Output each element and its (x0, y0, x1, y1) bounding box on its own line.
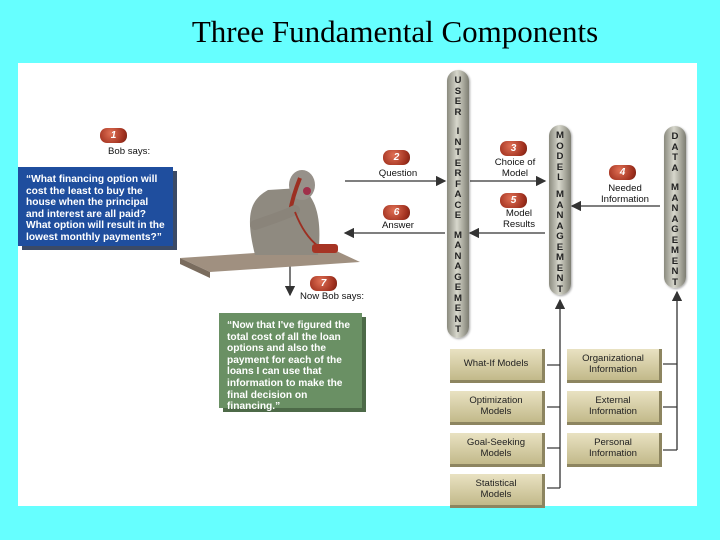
step-2-badge: 2 (383, 150, 410, 165)
tube-letter: M (556, 189, 564, 200)
organizational-information-box: Organizational Information (567, 349, 662, 383)
tube-letter: E (556, 262, 564, 274)
answer-label: Answer (382, 220, 414, 231)
tube-letter: E (671, 255, 679, 267)
tube-letter: E (454, 210, 462, 221)
tube-letter: S (454, 85, 462, 97)
bob-question-quote: “What financing option will cost the lea… (18, 167, 173, 246)
question-label: Question (378, 168, 418, 179)
tube-letter: R (454, 106, 462, 118)
tube-letter: M (556, 252, 564, 263)
now-bob-says-label: Now Bob says: (300, 291, 364, 302)
tube-letter: N (556, 210, 564, 221)
tube-letter: E (671, 234, 679, 246)
bob-says-label: Bob says: (108, 146, 151, 157)
tube-letter: A (454, 189, 462, 200)
tube-letter: A (671, 192, 679, 204)
page-title: Three Fundamental Components (191, 14, 599, 49)
step-4-badge: 4 (609, 165, 636, 180)
tube-letter: M (671, 182, 679, 193)
tube-letter: E (454, 157, 462, 169)
tube-letter: T (455, 324, 461, 335)
tube-letter: A (671, 162, 679, 174)
tube-letter: A (556, 220, 564, 232)
step-6-badge: 6 (383, 205, 410, 220)
tube-letter: E (556, 241, 564, 253)
step-7-badge: 7 (310, 276, 337, 291)
model-results-label: Model Results (503, 208, 535, 230)
tube-letter: E (454, 282, 462, 293)
tube-letter: G (671, 224, 679, 235)
tube-letter: M (454, 229, 462, 241)
tube-letter: I (456, 126, 460, 137)
tube-letter: A (671, 213, 679, 225)
statistical-models-box: Statistical Models (450, 474, 545, 508)
tube-letter: A (454, 240, 462, 251)
external-information-box: External Information (567, 391, 662, 425)
tube-letter: A (556, 199, 564, 211)
tube-letter: D (556, 151, 564, 162)
step-1-badge: 1 (100, 128, 127, 143)
tube-letter: N (454, 136, 462, 148)
tube-letter: C (454, 199, 462, 211)
diagram-panel (18, 63, 697, 506)
goal-seeking-models-box: Goal-Seeking Models (450, 433, 545, 467)
tube-letter: O (556, 140, 564, 152)
step-5-badge: 5 (500, 193, 527, 208)
step-3-badge: 3 (500, 141, 527, 156)
tube-letter: F (455, 178, 461, 190)
personal-information-box: Personal Information (567, 433, 662, 467)
tube-letter: N (556, 273, 564, 284)
tube-letter: T (557, 283, 563, 295)
tube-letter: T (672, 276, 678, 288)
tube-letter: E (454, 96, 462, 107)
choice-of-model-label: Choice of Model (494, 157, 536, 179)
tube-letter: N (454, 313, 462, 325)
tube-letter: A (671, 141, 679, 153)
tube-letter: T (455, 147, 461, 158)
tube-letter: E (454, 303, 462, 314)
tube-letter: R (454, 168, 462, 179)
tube-letter: G (556, 231, 564, 242)
tube-letter: M (556, 130, 564, 141)
tube-letter: U (454, 75, 462, 86)
optimization-models-box: Optimization Models (450, 391, 545, 425)
tube-letter: G (454, 271, 462, 283)
tube-letter: M (454, 292, 462, 304)
person-at-desk-illustration (180, 170, 360, 278)
tube-letter: T (672, 152, 678, 163)
tube-letter: N (671, 203, 679, 214)
needed-information-label: Needed Information (601, 183, 649, 205)
tube-letter: N (454, 250, 462, 262)
tube-letter: D (671, 131, 679, 142)
what-if-models-box: What-If Models (450, 349, 545, 383)
bob-answer-quote: “Now that I've figured the total cost of… (219, 313, 362, 412)
tube-letter: L (557, 172, 563, 183)
tube-letter: M (671, 245, 679, 256)
tube-letter: A (454, 261, 462, 272)
tube-letter: N (671, 266, 679, 277)
tube-letter: E (556, 161, 564, 173)
